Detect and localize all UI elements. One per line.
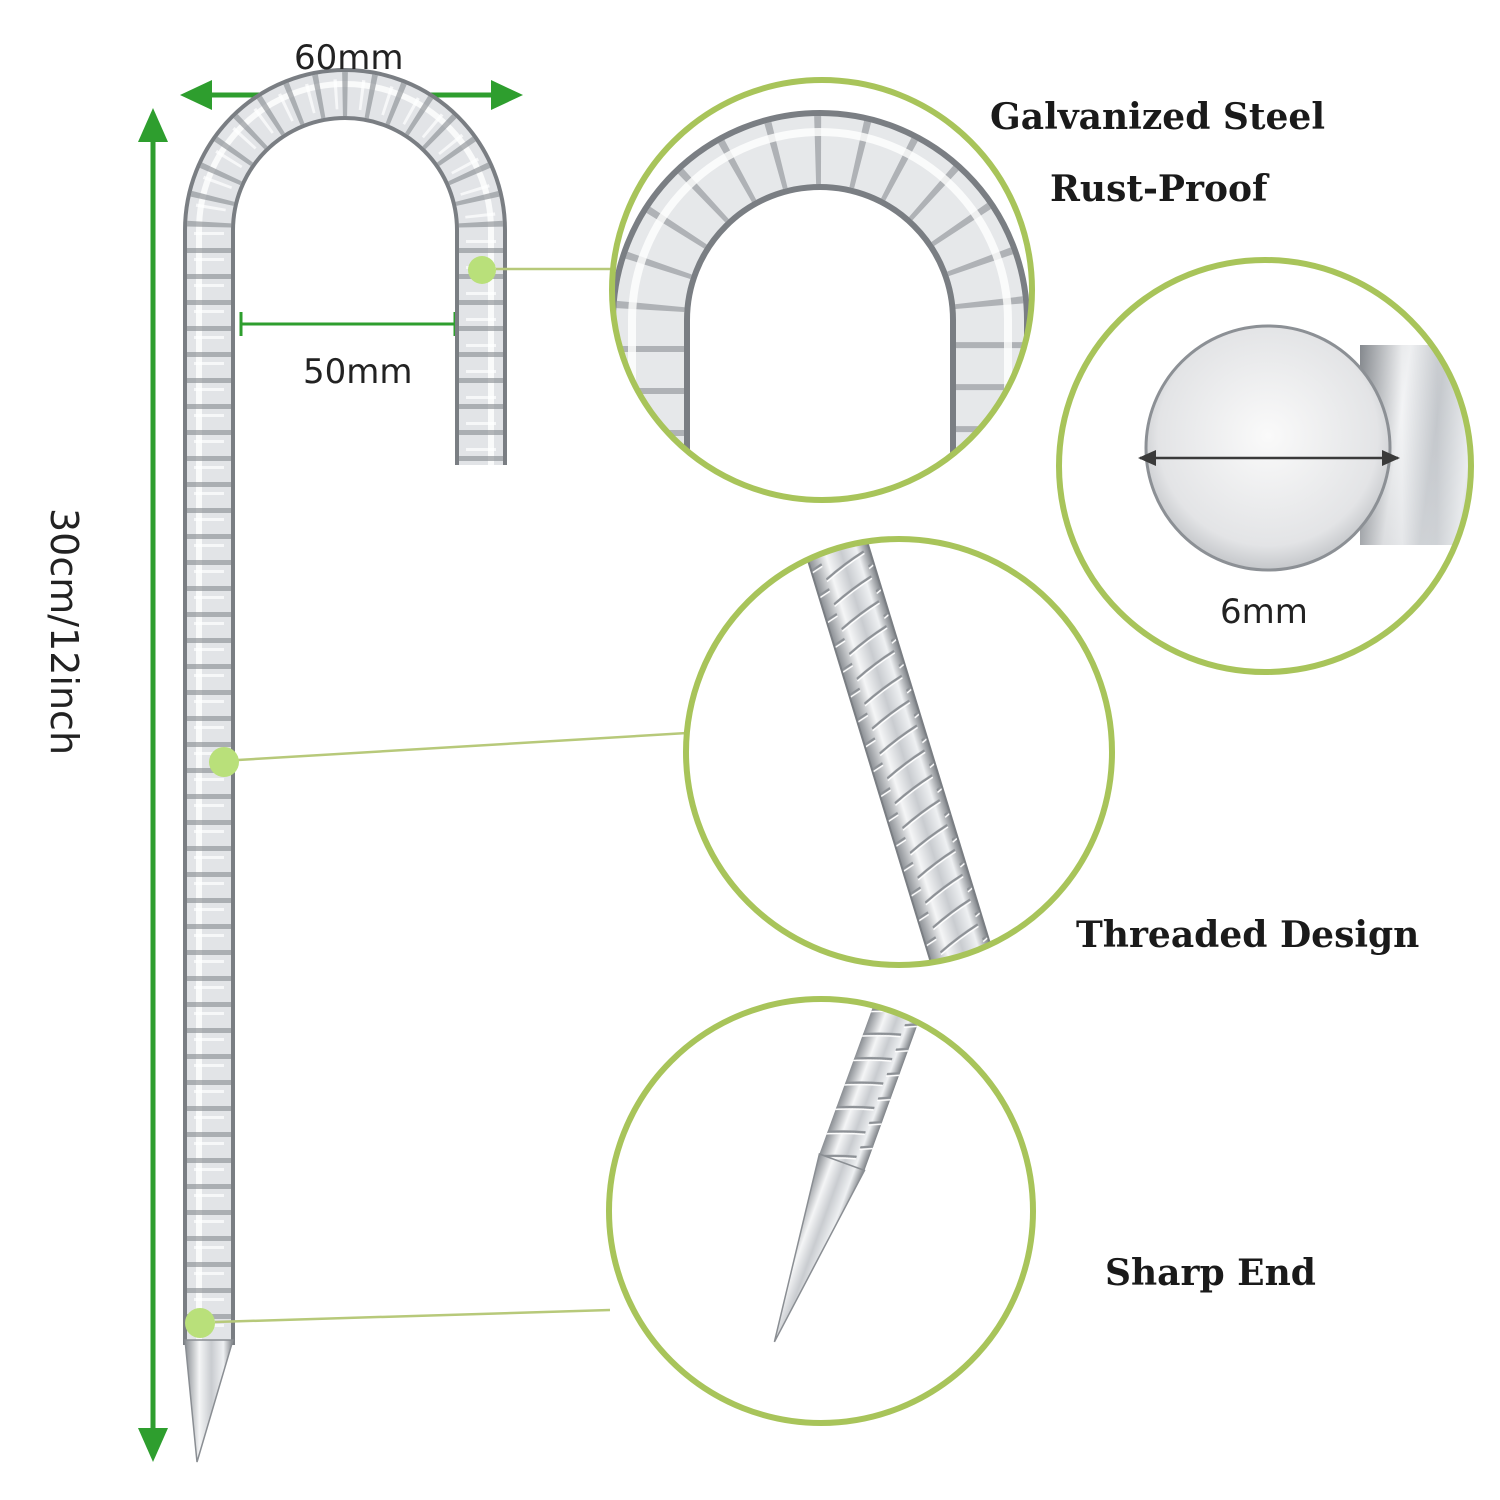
- callout-middle: [209, 731, 688, 777]
- material-title: Galvanized Steel: [990, 96, 1326, 138]
- thread-feature-label: Threaded Design: [1076, 914, 1420, 956]
- tip-feature-label: Sharp End: [1105, 1252, 1316, 1294]
- length-arrow: [138, 108, 168, 1462]
- length-label: 30cm/12inch: [42, 508, 86, 756]
- inner-width-bracket: [239, 312, 457, 336]
- green-dot-icon: [468, 256, 496, 284]
- callout-top: [468, 256, 612, 284]
- detail-circle-diameter: [1056, 257, 1474, 675]
- hook-width-label: 60mm: [294, 38, 404, 78]
- detail-circle-hook: [609, 77, 1035, 503]
- diameter-label: 6mm: [1220, 592, 1308, 632]
- detail-circle-tip: [606, 996, 1036, 1426]
- green-dot-icon: [209, 747, 239, 777]
- detail-circle-thread: [683, 536, 1115, 968]
- material-subtitle: Rust-Proof: [1050, 168, 1268, 210]
- j-stake: [183, 68, 507, 1463]
- callout-bottom: [185, 1308, 611, 1338]
- inner-width-label: 50mm: [303, 352, 413, 392]
- green-dot-icon: [185, 1308, 215, 1338]
